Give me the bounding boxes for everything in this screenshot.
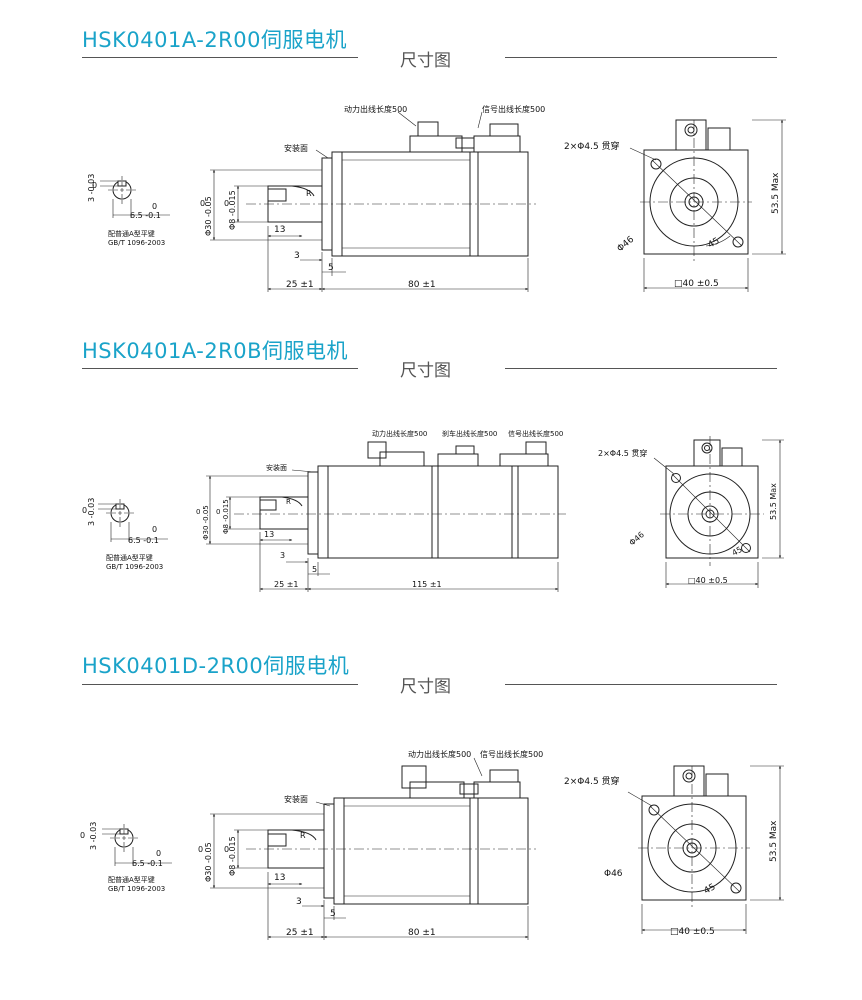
dia30-zero: 0 [196, 508, 200, 516]
brake-cable-label: 刹车出线长度500 [442, 429, 497, 438]
motor-side-view [210, 111, 536, 292]
height-max-label: 53.5 Max [769, 820, 779, 862]
body-length-label: 115 ±1 [412, 580, 442, 589]
section-2-title-rule [82, 368, 358, 369]
pcd-label: Φ46 [616, 235, 637, 255]
section-2-subtitle-rule [505, 368, 777, 369]
holes-label: 2×Φ4.5 贯穿 [564, 140, 620, 152]
power-cable-label: 动力出线长度500 [408, 749, 471, 759]
radius-mark: R [286, 498, 291, 506]
motor-front-view [627, 765, 784, 934]
square-label: □40 ±0.5 [674, 279, 719, 289]
len13-label: 13 [274, 873, 285, 883]
motor-front-view [653, 436, 784, 588]
section-3-subtitle-rule [505, 684, 777, 685]
mount-face-label: 安装面 [284, 143, 308, 153]
shaft-length-label: 25 ±1 [274, 580, 299, 589]
section-3-title-rule [82, 684, 358, 685]
len5-label: 5 [330, 909, 336, 919]
signal-cable-label: 信号出线长度500 [482, 104, 545, 114]
key-width-zero: 0 [152, 202, 157, 211]
holes-label: 2×Φ4.5 贯穿 [598, 448, 647, 458]
dia30-zero: 0 [200, 199, 205, 208]
key-width-label: 6.5 -0.1 [132, 859, 163, 868]
height-max-label: 53.5 Max [769, 483, 778, 520]
len3-label: 3 [294, 251, 300, 261]
radius-mark: R [306, 189, 312, 198]
len3-label: 3 [280, 551, 285, 560]
key-depth-label: 3 -0.03 [87, 498, 96, 526]
dia30-zero: 0 [198, 845, 203, 854]
key-depth-zero: 0 [92, 181, 97, 190]
key-section-view [102, 824, 172, 866]
key-width-label: 6.5 -0.1 [128, 536, 159, 545]
dia30-label: Φ30 -0.05 [202, 505, 210, 540]
key-note: 配普通A型平键 [108, 229, 155, 238]
len13-label: 13 [274, 225, 285, 235]
section-1-drawing: 0 3 -0.03 0 6.5 -0.1 配普通A型平键 GB/T 1096-2… [87, 104, 786, 292]
body-length-label: 80 ±1 [408, 928, 436, 938]
motor-front-view [629, 119, 786, 292]
dia30-label: Φ30 -0.05 [204, 196, 213, 236]
holes-label: 2×Φ4.5 贯穿 [564, 775, 620, 787]
angle-label: 45 [703, 882, 718, 896]
dia8-label: Φ8 -0.015 [228, 190, 237, 230]
signal-cable-label: 信号出线长度500 [508, 429, 563, 438]
mount-face-label: 安装面 [266, 463, 287, 472]
key-section-view [98, 499, 168, 542]
key-depth-zero: 0 [82, 506, 87, 515]
body-length-label: 80 ±1 [408, 280, 436, 290]
power-cable-label: 动力出线长度500 [344, 104, 407, 114]
section-1-title-rule [82, 57, 358, 58]
section-3-drawing: 0 3 -0.03 0 6.5 -0.1 配普通A型平键 GB/T 1096-2… [80, 749, 784, 940]
section-2-drawing: 0 3 -0.03 0 6.5 -0.1 配普通A型平键 GB/T 1096-2… [82, 429, 784, 592]
section-1-subtitle-rule [505, 57, 777, 58]
key-standard: GB/T 1096-2003 [106, 563, 163, 571]
signal-cable-label: 信号出线长度500 [480, 749, 543, 759]
key-section-view [100, 176, 170, 218]
key-width-label: 6.5 -0.1 [130, 211, 161, 220]
pcd-label: Φ46 [604, 869, 623, 879]
motor-side-view [206, 441, 566, 592]
len5-label: 5 [328, 263, 334, 273]
motor-side-view [210, 757, 536, 940]
mount-face-label: 安装面 [284, 794, 308, 804]
key-width-zero: 0 [152, 525, 157, 534]
angle-label: 45 [707, 236, 722, 250]
dia8-zero: 0 [216, 508, 220, 516]
height-max-label: 53.5 Max [771, 172, 781, 214]
section-1-title: HSK0401A-2R00伺服电机 [82, 28, 347, 52]
key-width-zero: 0 [156, 849, 161, 858]
square-label: □40 ±0.5 [670, 927, 715, 937]
shaft-length-label: 25 ±1 [286, 928, 314, 938]
key-depth-label: 3 -0.03 [89, 822, 98, 850]
section-2-title: HSK0401A-2R0B伺服电机 [82, 339, 349, 363]
len5-label: 5 [312, 565, 317, 574]
key-standard: GB/T 1096-2003 [108, 239, 165, 247]
len3-label: 3 [296, 897, 302, 907]
dia8-zero: 0 [224, 199, 229, 208]
power-cable-label: 动力出线长度500 [372, 429, 427, 438]
dia8-zero: 0 [224, 845, 229, 854]
dia8-label: Φ8 -0.015 [222, 499, 230, 534]
key-depth-label: 3 -0.03 [87, 174, 96, 202]
key-note: 配普通A型平键 [108, 875, 155, 884]
pcd-label: Φ46 [628, 530, 646, 547]
key-depth-zero: 0 [80, 831, 85, 840]
angle-label: 45 [731, 545, 744, 558]
radius-mark: R [300, 831, 306, 840]
section-3-subtitle: 尺寸图 [400, 677, 451, 697]
key-note: 配普通A型平键 [106, 553, 153, 562]
len13-label: 13 [264, 530, 274, 539]
square-label: □40 ±0.5 [688, 576, 728, 585]
dia8-label: Φ8 -0.015 [228, 836, 237, 876]
key-standard: GB/T 1096-2003 [108, 885, 165, 893]
section-2-subtitle: 尺寸图 [400, 361, 451, 381]
shaft-length-label: 25 ±1 [286, 280, 314, 290]
dia30-label: Φ30 -0.05 [204, 842, 213, 882]
section-3-title: HSK0401D-2R00伺服电机 [82, 654, 350, 678]
section-1-subtitle: 尺寸图 [400, 51, 451, 71]
